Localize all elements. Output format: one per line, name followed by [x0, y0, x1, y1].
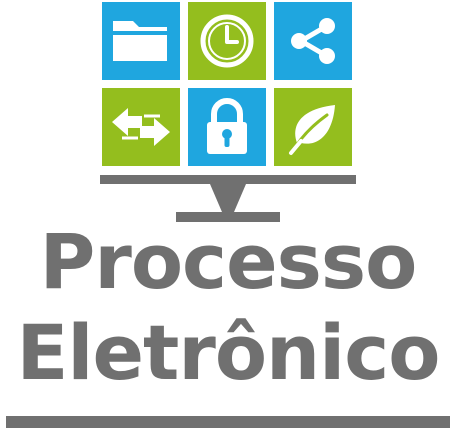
clock-icon [200, 14, 254, 68]
folder-icon [113, 21, 167, 61]
share-tile [274, 2, 352, 80]
logo-title-line1: Processo [39, 217, 418, 306]
padlock-tile [188, 88, 266, 166]
padlock-icon [207, 98, 247, 154]
leaf-icon [289, 105, 335, 155]
monitor-stand-icon [100, 175, 356, 222]
exchange-arrows-icon [112, 108, 170, 146]
logo-title-line2: Eletrônico [16, 308, 441, 397]
leaf-tile [274, 88, 352, 166]
folder-tile [102, 2, 180, 80]
clock-tile [188, 2, 266, 80]
exchange-tile [102, 88, 180, 166]
share-icon [291, 18, 335, 64]
base-underline [6, 416, 450, 428]
